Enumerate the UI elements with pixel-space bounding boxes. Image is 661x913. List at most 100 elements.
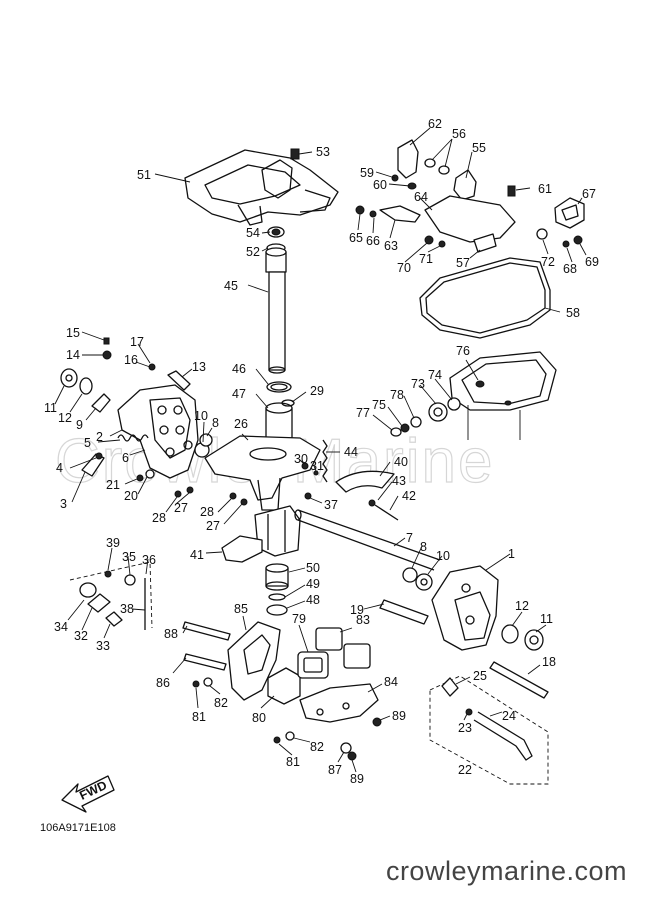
washer-12-right xyxy=(501,624,519,644)
rubber-mount-83 xyxy=(315,627,371,669)
callout-69: 69 xyxy=(585,255,599,269)
callout-44: 44 xyxy=(344,445,358,459)
callout-46: 46 xyxy=(232,362,246,376)
callout-numbers: 62 56 55 59 60 64 61 67 53 51 54 52 65 6… xyxy=(44,117,599,786)
callout-3: 3 xyxy=(60,497,67,511)
callout-82a: 82 xyxy=(214,696,228,710)
grease-28a xyxy=(174,490,182,498)
callout-57: 57 xyxy=(456,256,470,270)
callout-10-left: 10 xyxy=(194,409,208,423)
ring-29 xyxy=(281,399,295,407)
callout-30: 30 xyxy=(294,452,308,466)
bolt-81b xyxy=(273,736,281,744)
callout-29: 29 xyxy=(310,384,324,398)
callout-83: 83 xyxy=(356,613,370,627)
callout-86: 86 xyxy=(156,676,170,690)
pin-30 xyxy=(301,462,309,470)
callout-2: 2 xyxy=(96,430,103,444)
through-tube-7 xyxy=(294,509,441,571)
callout-10-right: 10 xyxy=(436,549,450,563)
callout-27b: 27 xyxy=(206,519,220,533)
lower-mount-85 xyxy=(227,621,281,701)
bolt-86 xyxy=(183,653,227,671)
callout-81a: 81 xyxy=(192,710,206,724)
callout-89a: 89 xyxy=(392,709,406,723)
rubber-mount-79 xyxy=(297,651,329,679)
callout-62: 62 xyxy=(428,117,442,131)
washer-87 xyxy=(340,742,352,754)
callout-33: 33 xyxy=(96,639,110,653)
callout-43: 43 xyxy=(392,474,406,488)
callout-25: 25 xyxy=(473,669,487,683)
spring-44 xyxy=(322,439,328,483)
callout-11-right: 11 xyxy=(540,612,553,626)
callout-24: 24 xyxy=(502,709,516,723)
nut-20 xyxy=(145,469,155,479)
callout-41: 41 xyxy=(190,548,204,562)
callout-59: 59 xyxy=(360,166,374,180)
callout-49: 49 xyxy=(306,577,320,591)
bolt-81a xyxy=(192,680,200,688)
callout-16: 16 xyxy=(124,353,138,367)
bushing-8-left xyxy=(199,433,213,447)
callout-61: 61 xyxy=(538,182,552,196)
diagram-code: 106A9171E108 xyxy=(40,822,116,834)
plate-9 xyxy=(91,393,111,413)
fwd-arrow-icon: FWD xyxy=(61,775,115,813)
callout-1: 1 xyxy=(508,547,515,561)
callout-48: 48 xyxy=(306,593,320,607)
callout-36: 36 xyxy=(142,553,156,567)
pin-4 xyxy=(95,452,103,460)
tilt-lever-22-25 xyxy=(429,675,549,785)
callout-80: 80 xyxy=(252,711,266,725)
callout-73: 73 xyxy=(411,377,425,391)
bracket-41 xyxy=(221,535,263,563)
callout-14: 14 xyxy=(66,348,80,362)
washer-48 xyxy=(266,604,288,616)
washer-21 xyxy=(136,474,144,482)
callout-19: 19 xyxy=(350,603,364,617)
site-credit[interactable]: crowleymarine.com xyxy=(385,856,627,886)
gasket-58 xyxy=(419,257,551,339)
callout-21: 21 xyxy=(106,478,120,492)
callout-39: 39 xyxy=(106,536,120,550)
callout-81b: 81 xyxy=(286,755,300,769)
callout-42: 42 xyxy=(402,489,416,503)
callout-40: 40 xyxy=(394,455,408,469)
callout-18: 18 xyxy=(542,655,556,669)
callout-64: 64 xyxy=(414,190,428,204)
washer-82a xyxy=(203,677,213,687)
washer-12-left xyxy=(79,377,93,395)
bushing-8-right xyxy=(402,567,418,583)
callout-6: 6 xyxy=(122,451,129,465)
callout-28a: 28 xyxy=(152,511,166,525)
callout-79: 79 xyxy=(292,612,306,626)
callout-13: 13 xyxy=(192,360,206,374)
bolt-15 xyxy=(103,337,110,345)
callout-74: 74 xyxy=(428,368,442,382)
callout-88: 88 xyxy=(164,627,178,641)
callout-20: 20 xyxy=(124,489,138,503)
callout-12-right: 12 xyxy=(515,599,529,613)
spring-5 xyxy=(117,434,149,442)
callout-5: 5 xyxy=(84,436,91,450)
callout-4: 4 xyxy=(56,461,63,475)
callout-9: 9 xyxy=(76,418,83,432)
callout-52: 52 xyxy=(246,245,260,259)
callout-72: 72 xyxy=(541,255,555,269)
callout-22: 22 xyxy=(458,763,472,777)
callout-38: 38 xyxy=(120,602,134,616)
callout-55: 55 xyxy=(472,141,486,155)
callout-50: 50 xyxy=(306,561,320,575)
bolt-19 xyxy=(379,599,429,625)
callout-35: 35 xyxy=(122,550,136,564)
callout-84: 84 xyxy=(384,675,398,689)
trim-rod-40 xyxy=(335,470,395,493)
callout-17: 17 xyxy=(130,335,144,349)
callout-28b: 28 xyxy=(200,505,214,519)
callout-66: 66 xyxy=(366,234,380,248)
callout-37: 37 xyxy=(324,498,338,512)
callout-76: 76 xyxy=(456,344,470,358)
callout-87: 87 xyxy=(328,763,342,777)
